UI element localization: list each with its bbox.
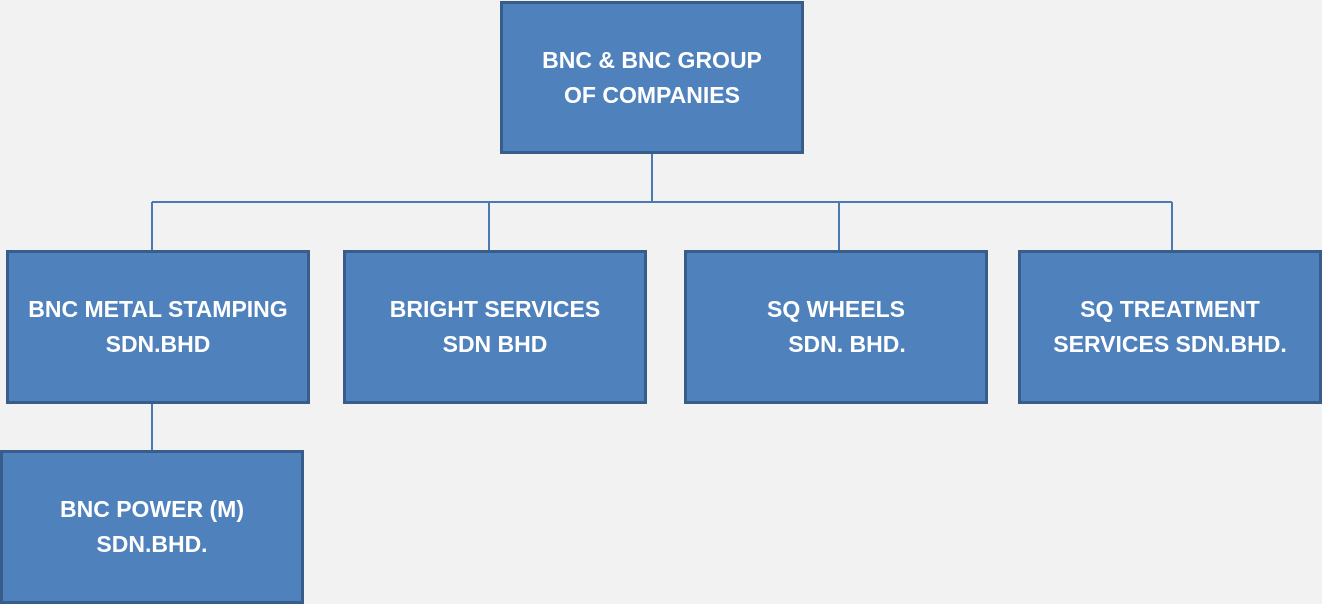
node-label-line2: SDN.BHD [105, 331, 211, 357]
node-label-line1: SQ TREATMENT [1080, 296, 1260, 322]
org-node-bnc-power: BNC POWER (M) SDN.BHD. [0, 450, 304, 604]
node-label-line1: BNC POWER (M) [60, 496, 244, 522]
node-label-line1: SQ WHEELS [766, 296, 905, 322]
org-node-sq-treatment-services: SQ TREATMENT SERVICES SDN.BHD. [1018, 250, 1322, 404]
org-node-bnc-group: BNC & BNC GROUP OF COMPANIES [500, 1, 804, 154]
node-label-line2: SDN BHD [442, 331, 548, 357]
org-node-sq-wheels: SQ WHEELS SDN. BHD. [684, 250, 988, 404]
node-label-line2: SDN. BHD. [788, 331, 906, 357]
org-node-bright-services: BRIGHT SERVICES SDN BHD [343, 250, 647, 404]
node-label-line2: OF COMPANIES [564, 81, 740, 108]
org-node-bnc-metal-stamping: BNC METAL STAMPING SDN.BHD [6, 250, 310, 404]
node-label-line1: BRIGHT SERVICES [389, 296, 601, 322]
node-label-line2: SERVICES SDN.BHD. [1053, 331, 1287, 357]
node-label-line1: BNC & BNC GROUP [542, 46, 762, 73]
node-label-line1: BNC METAL STAMPING [28, 296, 288, 322]
node-label-line2: SDN.BHD. [96, 531, 208, 557]
